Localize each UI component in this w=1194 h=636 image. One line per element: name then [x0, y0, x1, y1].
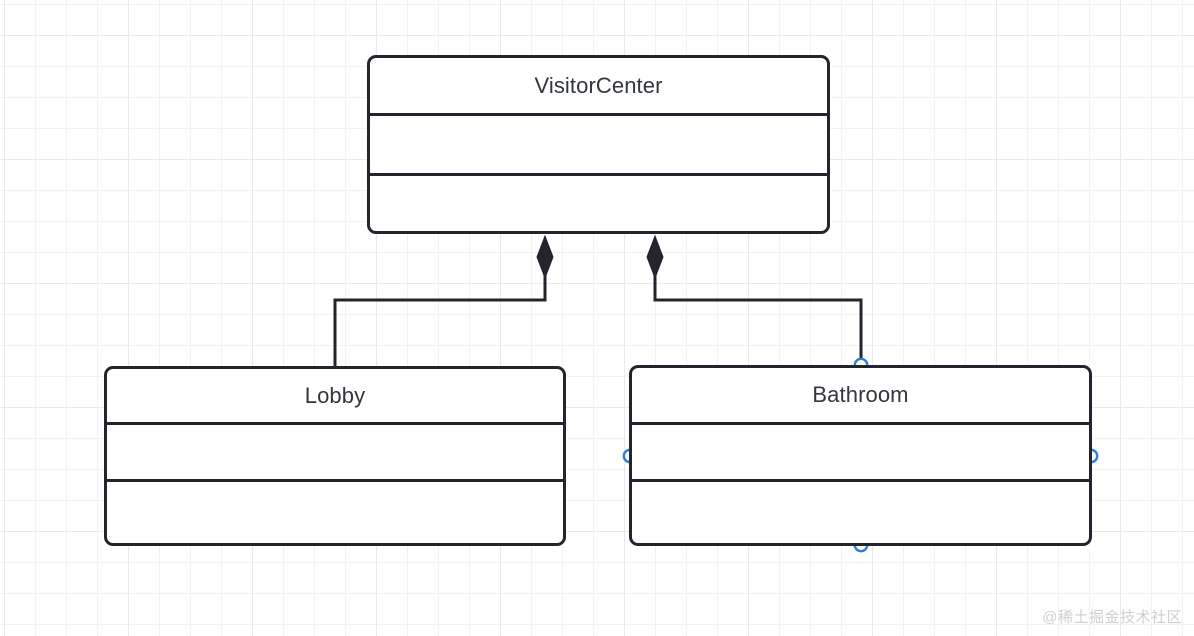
uml-class-name-visitorcenter: VisitorCenter — [534, 72, 663, 98]
uml-attributes-compartment[interactable] — [107, 425, 563, 483]
uml-class-bathroom[interactable]: Bathroom — [629, 365, 1092, 546]
uml-class-lobby[interactable]: Lobby — [104, 366, 566, 546]
edge-visitorcenter-bathroom-path[interactable] — [653, 274, 863, 367]
uml-class-title-row: Bathroom — [632, 368, 1089, 426]
uml-attributes-compartment[interactable] — [370, 116, 827, 176]
uml-operations-compartment[interactable] — [632, 482, 1089, 543]
edge-visitorcenter-lobby[interactable] — [333, 234, 554, 368]
uml-attributes-compartment[interactable] — [632, 425, 1089, 483]
uml-operations-compartment[interactable] — [370, 176, 827, 231]
uml-class-name-lobby: Lobby — [304, 382, 366, 408]
uml-operations-compartment[interactable] — [107, 482, 563, 543]
composition-diamond-bathroom-icon — [646, 234, 664, 280]
uml-class-title-row: Lobby — [107, 369, 563, 426]
composition-diamond-lobby-icon — [536, 234, 554, 280]
edge-visitorcenter-bathroom[interactable] — [646, 234, 863, 367]
uml-class-name-bathroom: Bathroom — [812, 382, 909, 408]
watermark: @稀土掘金技术社区 — [1042, 609, 1182, 626]
edge-visitorcenter-lobby-path[interactable] — [333, 274, 547, 368]
uml-class-visitorcenter[interactable]: VisitorCenter — [367, 55, 830, 234]
uml-class-title-row: VisitorCenter — [370, 58, 827, 117]
